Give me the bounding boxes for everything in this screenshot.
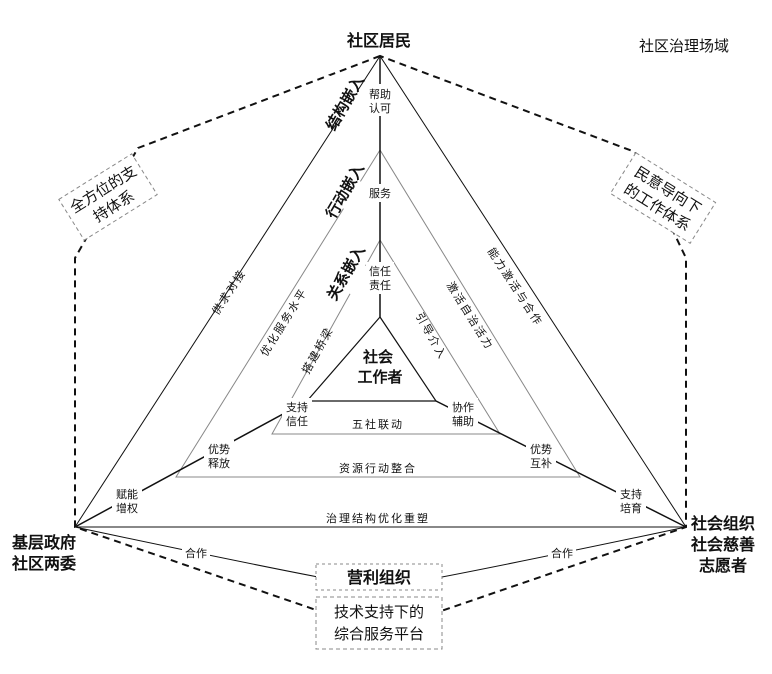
left-spoke-middle-line-2: 释放 xyxy=(208,456,230,470)
right-spoke-outer-line-1: 支持 xyxy=(620,487,642,501)
left-spoke-outer-line-1: 赋能 xyxy=(116,487,138,501)
middle-triangle xyxy=(175,149,581,478)
bg-right-middle xyxy=(526,440,556,472)
bg-left-middle xyxy=(204,440,234,472)
left-spoke-inner-line-1: 支持 xyxy=(286,400,308,414)
inner-triangle xyxy=(271,239,501,435)
right-dashed-box-frame xyxy=(609,152,717,244)
bg-coop-right xyxy=(548,545,576,561)
left-spoke-inner-line-2: 信任 xyxy=(286,415,308,428)
left-edge-middle-label: 优化服务水平 xyxy=(257,285,310,359)
vertical-outer-line-1: 帮助 xyxy=(369,87,391,101)
right-node-line-2: 社会慈善 xyxy=(690,535,755,554)
vertical-outer-line-2: 认可 xyxy=(369,102,391,115)
left-dashed-box: 全方位的支 持体系 xyxy=(58,153,158,241)
for-profit-label: 营利组织 xyxy=(347,568,411,587)
bottom-box-line-2: 综合服务平台 xyxy=(334,625,424,643)
right-edge-outer-label: 能力激活与合作 xyxy=(485,245,546,329)
left-dashed-box-frame xyxy=(58,153,158,241)
bottom-dashed-box-frame xyxy=(315,596,443,650)
right-node-line-3: 志愿者 xyxy=(699,556,747,575)
left-edge-outer-label: 供求对接 xyxy=(209,266,249,317)
right-spoke-middle-line-1: 优势 xyxy=(530,443,552,456)
left-spoke-outer-line-2: 增权 xyxy=(116,501,138,515)
cooperation-line-left xyxy=(74,526,319,578)
center-node-line-1: 社会 xyxy=(362,348,393,366)
bg-right-outer xyxy=(616,485,646,517)
bg-right-inner xyxy=(448,398,478,430)
top-node-residents: 社区居民 xyxy=(346,31,411,50)
center-node-line-2: 工作者 xyxy=(357,368,402,386)
bottom-middle-label: 资源行动整合 xyxy=(339,461,417,475)
bg-left-inner xyxy=(282,398,312,430)
cooperation-line-right xyxy=(441,526,687,578)
right-node-line-1: 社会组织 xyxy=(690,514,755,533)
for-profit-box-frame xyxy=(315,563,443,591)
left-node-line-1: 基层政府 xyxy=(11,533,76,552)
cooperation-right-label: 合作 xyxy=(551,546,573,560)
core-triangle xyxy=(305,316,438,402)
outer-triangle xyxy=(74,55,687,528)
bg-embed-relational xyxy=(313,245,379,301)
bg-embed-structural xyxy=(312,75,378,131)
field-title: 社区治理场域 xyxy=(639,37,729,55)
left-node-line-2: 社区两委 xyxy=(11,554,77,573)
vertical-inner-line-2: 责任 xyxy=(369,279,391,292)
left-spoke-middle-line-1: 优势 xyxy=(208,443,230,456)
right-spoke-outer-line-2: 培育 xyxy=(620,501,642,515)
spoke-left xyxy=(74,400,308,528)
cooperation-left-label: 合作 xyxy=(185,546,207,560)
bottom-outer-label: 治理结构优化重塑 xyxy=(326,511,430,525)
right-spoke-middle-line-2: 互补 xyxy=(530,457,552,470)
bg-left-outer xyxy=(112,485,142,517)
right-spoke-inner-line-1: 协作 xyxy=(452,400,474,414)
bottom-box-line-1: 技术支持下的 xyxy=(334,603,424,621)
bg-coop-left xyxy=(182,545,210,561)
right-edge-middle-label: 激活自治活力 xyxy=(444,279,497,353)
vertical-inner-line-1: 信任 xyxy=(369,265,391,278)
vertical-middle-label: 服务 xyxy=(369,187,391,200)
bg-embed-action xyxy=(312,163,378,219)
right-edge-inner-label: 引导介入 xyxy=(413,310,450,362)
right-spoke-inner-line-2: 辅助 xyxy=(452,414,474,428)
bottom-inner-label: 五社联动 xyxy=(352,417,404,431)
right-dashed-box: 民意导向下 的工作体系 xyxy=(609,152,717,244)
left-edge-inner-label: 搭建桥梁 xyxy=(299,324,336,376)
